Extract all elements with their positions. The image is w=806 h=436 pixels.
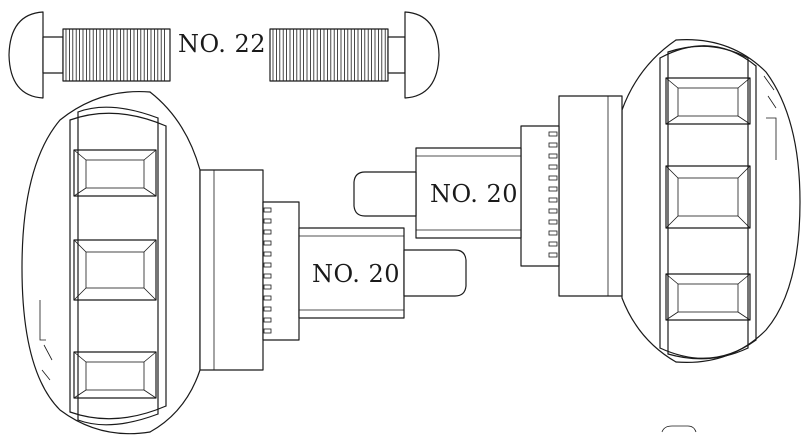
corner-mark — [661, 425, 697, 433]
left-plunger — [199, 169, 467, 371]
screw-label: NO. 22 — [178, 30, 266, 58]
right-knob — [621, 39, 801, 363]
left-knob — [21, 90, 201, 435]
right-part-label: NO. 20 — [430, 180, 518, 208]
screw-right-half — [269, 11, 440, 99]
left-part-label: NO. 20 — [312, 260, 400, 288]
right-plunger — [353, 95, 623, 297]
screw-left-half — [8, 11, 171, 99]
